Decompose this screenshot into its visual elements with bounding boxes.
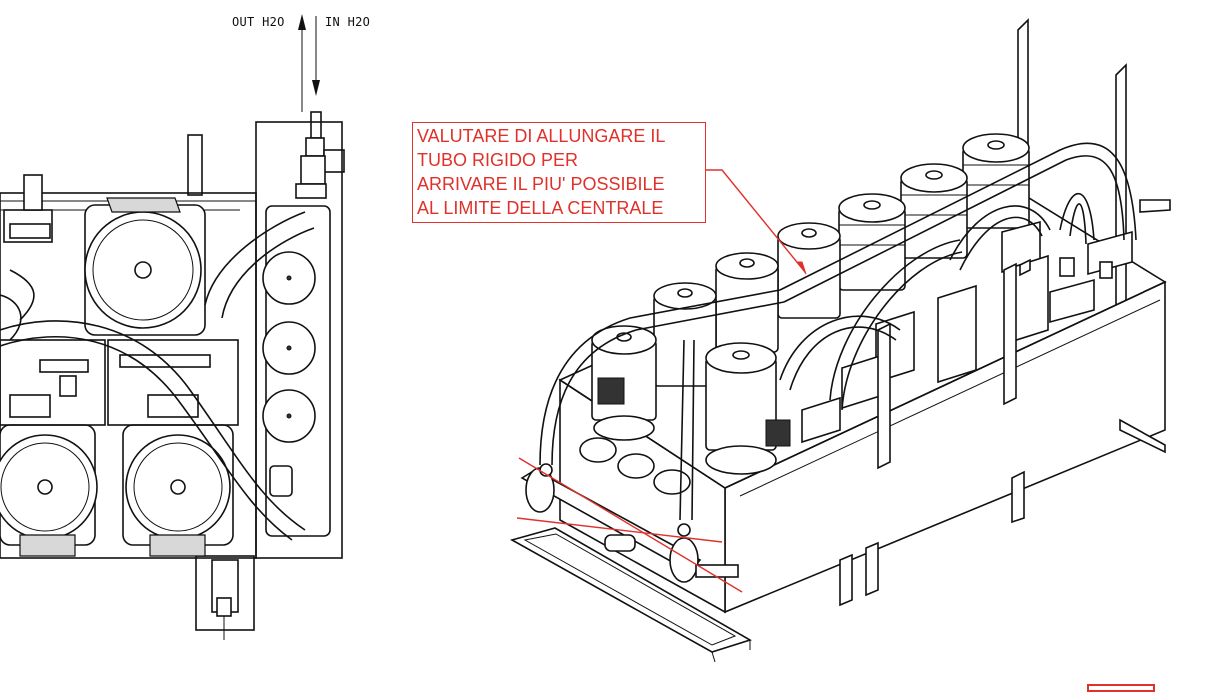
motor-iso-rear-2 [900, 163, 968, 259]
motor-iso-rear-4 [777, 222, 841, 319]
inlet-water-label: IN H2O [325, 15, 371, 29]
water-valve-assembly [295, 111, 345, 199]
motor-iso-front-right [705, 342, 791, 475]
outlet-water-label: OUT H2O [232, 15, 285, 29]
motor-iso-rear-3 [838, 193, 906, 291]
annotation-line-2: TUBO RIGIDO PER [417, 150, 579, 170]
motor-iso-rear-5 [715, 252, 779, 353]
annotation-line-3: ARRIVARE IL PIU' POSSIBILE [417, 174, 665, 194]
outlet-arrow [298, 14, 306, 112]
hoses-iso [539, 142, 1137, 521]
tank-outline-top [0, 192, 257, 559]
inlet-arrow [312, 16, 320, 96]
hose-main [0, 320, 306, 541]
annotation-line-1: VALUTARE DI ALLUNGARE IL [417, 126, 666, 146]
isometric-view [509, 18, 1171, 663]
top-view [0, 14, 345, 640]
drip-tray [509, 527, 752, 663]
motor-top-view-upper [84, 197, 206, 336]
annotation-note-box: VALUTARE DI ALLUNGARE IL TUBO RIGIDO PER… [412, 122, 706, 223]
front-filters [579, 437, 691, 495]
red-markup-cross [516, 457, 743, 593]
cooler-filters [262, 251, 316, 497]
revision-mark [1087, 684, 1155, 692]
motor-top-view-lower-right [122, 424, 234, 557]
annotation-leader [706, 169, 807, 275]
motor-iso-rear-6 [653, 282, 717, 387]
hose-cooler [204, 211, 315, 319]
motor-iso-rear-1 [962, 133, 1030, 229]
motor-iso-front-left [591, 325, 657, 441]
rigid-tube-exchanger [520, 463, 739, 583]
annotation-line-4: AL LIMITE DELLA CENTRALE [417, 198, 664, 218]
motor-top-view-lower-left [0, 424, 98, 557]
